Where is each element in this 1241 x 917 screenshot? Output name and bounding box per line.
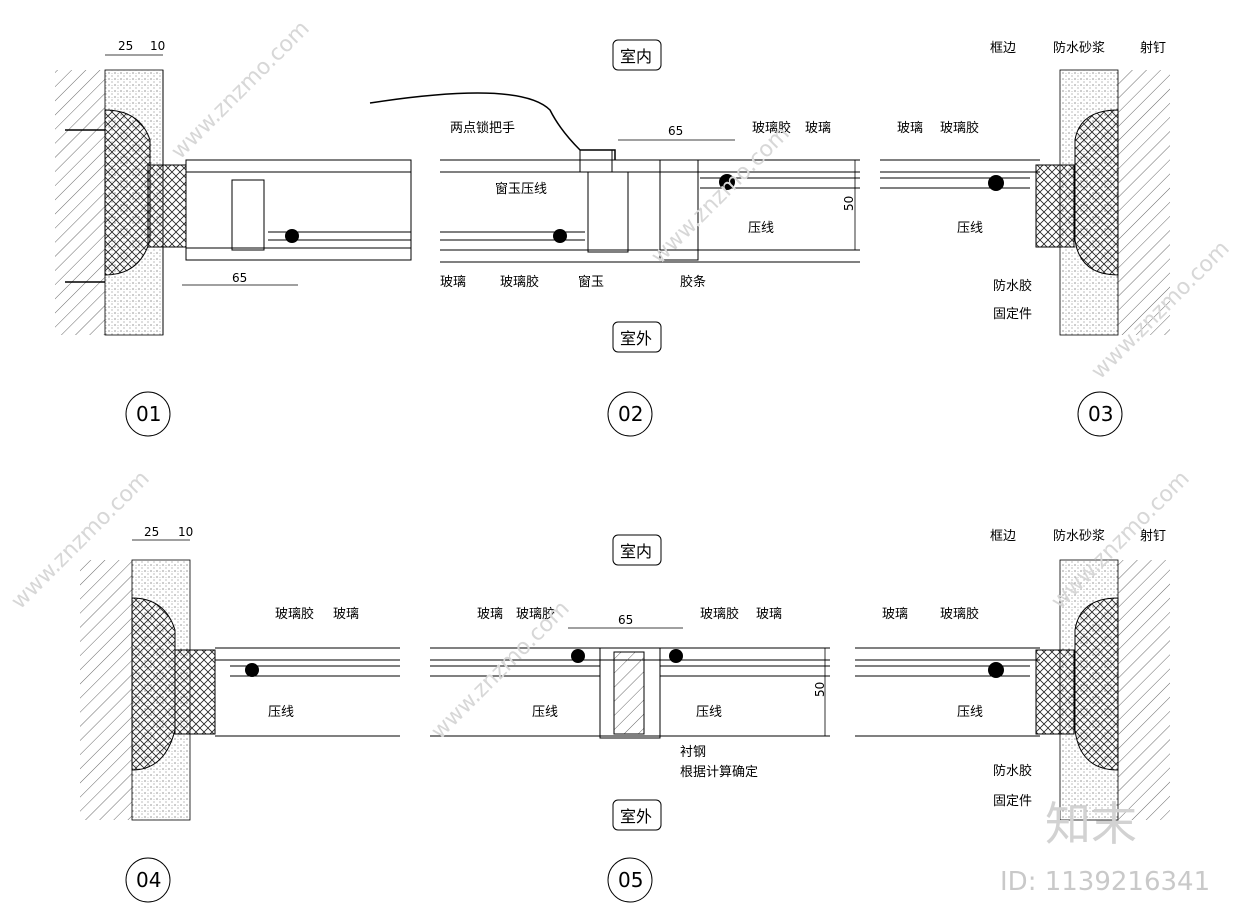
label-glass-2: 玻璃: [805, 121, 831, 136]
room-indoor-label: 室内: [620, 47, 652, 66]
detail-number: 05: [618, 868, 643, 892]
detail-number: 04: [136, 868, 161, 892]
label-glass-glue-2: 玻璃胶: [752, 120, 791, 136]
detail-02: 室内 65 50 两点锁把手 窗玉压线 玻璃 玻璃胶 窗玉 胶条 玻璃胶 玻璃 …: [369, 39, 860, 437]
watermark-url: www.znzmo.com: [167, 16, 315, 164]
dim-25: 25: [118, 39, 133, 53]
room-outdoor-label: 室外: [620, 807, 652, 826]
label-sash-bead: 窗玉压线: [495, 181, 547, 197]
dim-65: 65: [618, 613, 633, 627]
detail-04: 25 10 玻璃胶 玻璃 压线 04: [80, 525, 400, 903]
sealant-fill: [104, 109, 151, 276]
label-glass: 玻璃: [882, 607, 908, 622]
frame-profile: [185, 159, 412, 261]
label-gasket: 胶条: [680, 274, 706, 290]
label-bead: 压线: [957, 705, 983, 720]
label-glass: 玻璃: [477, 607, 503, 622]
label-waterproof-mortar: 防水砂浆: [1053, 40, 1105, 56]
watermark-logo: 知末: [1045, 797, 1137, 851]
label-nail: 射钉: [1140, 40, 1166, 56]
label-glass-glue: 玻璃胶: [516, 606, 555, 622]
detail-number: 03: [1088, 402, 1113, 426]
label-bead: 压线: [532, 705, 558, 720]
watermarks: www.znzmo.com www.znzmo.com www.znzmo.co…: [7, 16, 1235, 897]
label-calc-note: 根据计算确定: [680, 765, 758, 780]
label-glass: 玻璃: [333, 607, 359, 622]
label-waterproof-glue: 防水胶: [993, 763, 1032, 779]
room-outdoor-label: 室外: [620, 329, 652, 348]
watermark-id: ID: 1139216341: [1000, 867, 1210, 897]
wall-hatch: [55, 70, 105, 335]
label-frame-edge: 框边: [990, 41, 1016, 56]
label-glass-glue: 玻璃胶: [940, 120, 979, 136]
detail-number: 02: [618, 402, 643, 426]
label-bead: 压线: [748, 221, 774, 236]
label-steel: 衬钢: [680, 745, 706, 760]
detail-05: 室内 65 50 玻璃 玻璃胶 玻璃胶 玻璃 压线 压线 衬钢 根据计算确定 室…: [430, 534, 830, 903]
label-glass-glue-2: 玻璃胶: [700, 606, 739, 622]
label-glass-2: 玻璃: [756, 607, 782, 622]
label-handle: 两点锁把手: [450, 120, 515, 136]
dim-50: 50: [842, 196, 856, 211]
detail-03: 框边 防水砂浆 射钉 玻璃 玻璃胶 压线 防水胶 固定件 03: [880, 40, 1170, 437]
label-glass: 玻璃: [440, 275, 466, 290]
label-waterproof-glue: 防水胶: [993, 278, 1032, 294]
label-fixing: 固定件: [993, 307, 1032, 322]
dim-50: 50: [813, 682, 827, 697]
detail-01: 25 10 65 01: [55, 39, 412, 437]
label-glass-glue: 玻璃胶: [275, 606, 314, 622]
watermark-url: www.znzmo.com: [647, 121, 795, 269]
detail-number: 01: [136, 402, 161, 426]
label-nail: 射钉: [1140, 528, 1166, 544]
label-bead: 压线: [268, 705, 294, 720]
detail-06: 框边 防水砂浆 射钉 玻璃 玻璃胶 压线 防水胶 固定件: [855, 528, 1170, 821]
frame-filler: [147, 164, 187, 248]
handle-shape: [369, 92, 616, 160]
dim-10: 10: [150, 39, 165, 53]
dim-65: 65: [668, 124, 683, 138]
label-frame-edge: 框边: [990, 529, 1016, 544]
dim-25: 25: [144, 525, 159, 539]
label-bead: 压线: [957, 221, 983, 236]
label-bead-2: 压线: [696, 705, 722, 720]
label-glass: 玻璃: [897, 121, 923, 136]
dim-65: 65: [232, 271, 247, 285]
label-glass-glue: 玻璃胶: [940, 606, 979, 622]
label-waterproof-mortar: 防水砂浆: [1053, 528, 1105, 544]
label-sash: 窗玉: [578, 274, 604, 290]
dim-10: 10: [178, 525, 193, 539]
label-fixing: 固定件: [993, 794, 1032, 809]
room-indoor-label: 室内: [620, 542, 652, 561]
label-glass-glue: 玻璃胶: [500, 274, 539, 290]
